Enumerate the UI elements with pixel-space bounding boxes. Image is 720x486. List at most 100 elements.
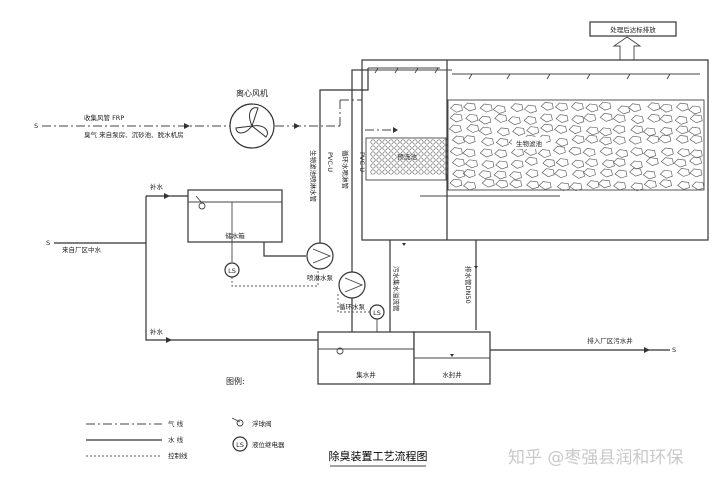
stone-mark xyxy=(614,169,628,179)
stone-mark xyxy=(659,114,673,124)
stone-mark xyxy=(539,113,553,123)
media-ring-mark xyxy=(412,151,418,157)
media-ring-mark xyxy=(436,139,442,145)
stone-mark xyxy=(481,160,495,170)
legend-float-valve-icon xyxy=(236,419,244,427)
media-ring-mark xyxy=(376,145,382,151)
stone-mark xyxy=(659,127,673,136)
stone-mark xyxy=(675,102,689,112)
stone-mark xyxy=(617,105,631,115)
stone-mark xyxy=(612,114,626,124)
pre-wash-media xyxy=(365,137,447,181)
stone-mark xyxy=(612,158,626,167)
bio-spray-pipe-label: 生物滤池喷淋水管 xyxy=(309,150,318,203)
media-ring-mark xyxy=(418,145,424,151)
makeup-water-line: S 来自厂区中水 补水 补水 xyxy=(46,182,340,343)
stone-mark xyxy=(630,115,644,124)
bio-filter-label: 生物滤池 xyxy=(516,139,543,148)
media-ring-mark xyxy=(382,169,388,175)
stone-mark xyxy=(584,158,598,168)
media-ring-mark xyxy=(442,139,448,145)
stone-mark xyxy=(480,137,494,147)
spray-nozzles xyxy=(374,67,671,80)
odor-source-label: 臭气 来自泵房、沉砂池、脱水机房 xyxy=(84,130,184,139)
stone-mark xyxy=(642,127,656,137)
stone-mark xyxy=(660,147,674,157)
stone-mark xyxy=(582,168,596,178)
stone-mark xyxy=(689,114,703,124)
stone-mark xyxy=(676,148,690,158)
stone-mark xyxy=(495,138,509,147)
stone-mark xyxy=(643,180,657,189)
stone-mark xyxy=(677,181,691,190)
media-ring-mark xyxy=(400,157,406,163)
media-ring-mark xyxy=(406,157,412,163)
media-ring-mark xyxy=(370,151,376,157)
stone-mark xyxy=(555,137,569,147)
stone-mark xyxy=(523,104,537,114)
media-ring-mark xyxy=(370,169,376,175)
media-ring-mark xyxy=(394,169,400,175)
stone-mark xyxy=(660,157,674,167)
stone-mark xyxy=(630,182,644,192)
stone-mark xyxy=(462,135,476,145)
stone-mark xyxy=(612,136,626,145)
stone-mark xyxy=(630,147,644,157)
legend-ls-icon: LS xyxy=(236,441,244,449)
to-sewer-label: 排入厂区污水井 xyxy=(587,336,633,345)
stone-mark xyxy=(691,181,705,191)
stone-mark xyxy=(599,168,613,178)
media-ring-mark xyxy=(382,163,388,169)
deodorization-housing: 预洗池 生物滤池 xyxy=(361,59,709,241)
stone-mark xyxy=(478,115,492,125)
drain-pipe-label: 排水管DN50 xyxy=(464,266,473,304)
media-ring-mark xyxy=(376,139,382,145)
media-ring-mark xyxy=(424,169,430,175)
media-ring-mark xyxy=(436,145,442,151)
stone-mark xyxy=(676,168,690,177)
media-ring-mark xyxy=(406,145,412,151)
media-ring-mark xyxy=(442,145,448,151)
stone-mark xyxy=(674,115,688,125)
media-ring-mark xyxy=(430,139,436,145)
media-ring-mark xyxy=(430,151,436,157)
media-ring-mark xyxy=(430,169,436,175)
stone-mark xyxy=(555,114,569,123)
stone-mark xyxy=(465,113,479,123)
media-ring-mark xyxy=(442,163,448,169)
stone-mark xyxy=(478,126,492,136)
media-ring-mark xyxy=(394,163,400,169)
float-valve-icon-2 xyxy=(336,347,344,355)
stone-mark xyxy=(495,160,509,170)
media-ring-mark xyxy=(430,163,436,169)
media-ring-mark xyxy=(430,145,436,151)
makeup-bottom-label: 补水 xyxy=(150,327,164,336)
stone-mark xyxy=(462,148,476,158)
stone-mark xyxy=(597,179,611,189)
stone-mark xyxy=(659,179,673,189)
stone-mark xyxy=(599,147,613,156)
pipe-break-reclaimed-icon: S xyxy=(46,239,50,247)
stone-mark xyxy=(615,149,629,159)
stone-mark xyxy=(540,123,554,133)
media-ring-mark xyxy=(418,169,424,175)
stone-mark xyxy=(494,149,508,159)
media-ring-mark xyxy=(370,139,376,145)
stone-mark xyxy=(462,169,476,178)
media-ring-mark xyxy=(418,163,424,169)
stone-mark xyxy=(628,103,642,113)
spray-pump: 喷淋水泵 xyxy=(263,242,334,282)
circ-pipe-label: 循环水喷淋管 xyxy=(341,150,350,190)
stone-mark xyxy=(675,134,689,144)
pvc-label-1: PVC-U xyxy=(326,152,334,172)
media-ring-mark xyxy=(430,157,436,163)
stone-mark xyxy=(524,156,538,166)
media-ring-mark xyxy=(400,151,406,157)
media-ring-mark xyxy=(406,151,412,157)
fan-label: 离心风机 xyxy=(236,88,268,98)
media-ring-mark xyxy=(412,145,418,151)
media-ring-mark xyxy=(388,169,394,175)
watermark: 知乎 @枣强县润和环保 xyxy=(508,448,683,468)
media-ring-mark xyxy=(388,151,394,157)
stone-mark xyxy=(525,169,539,178)
